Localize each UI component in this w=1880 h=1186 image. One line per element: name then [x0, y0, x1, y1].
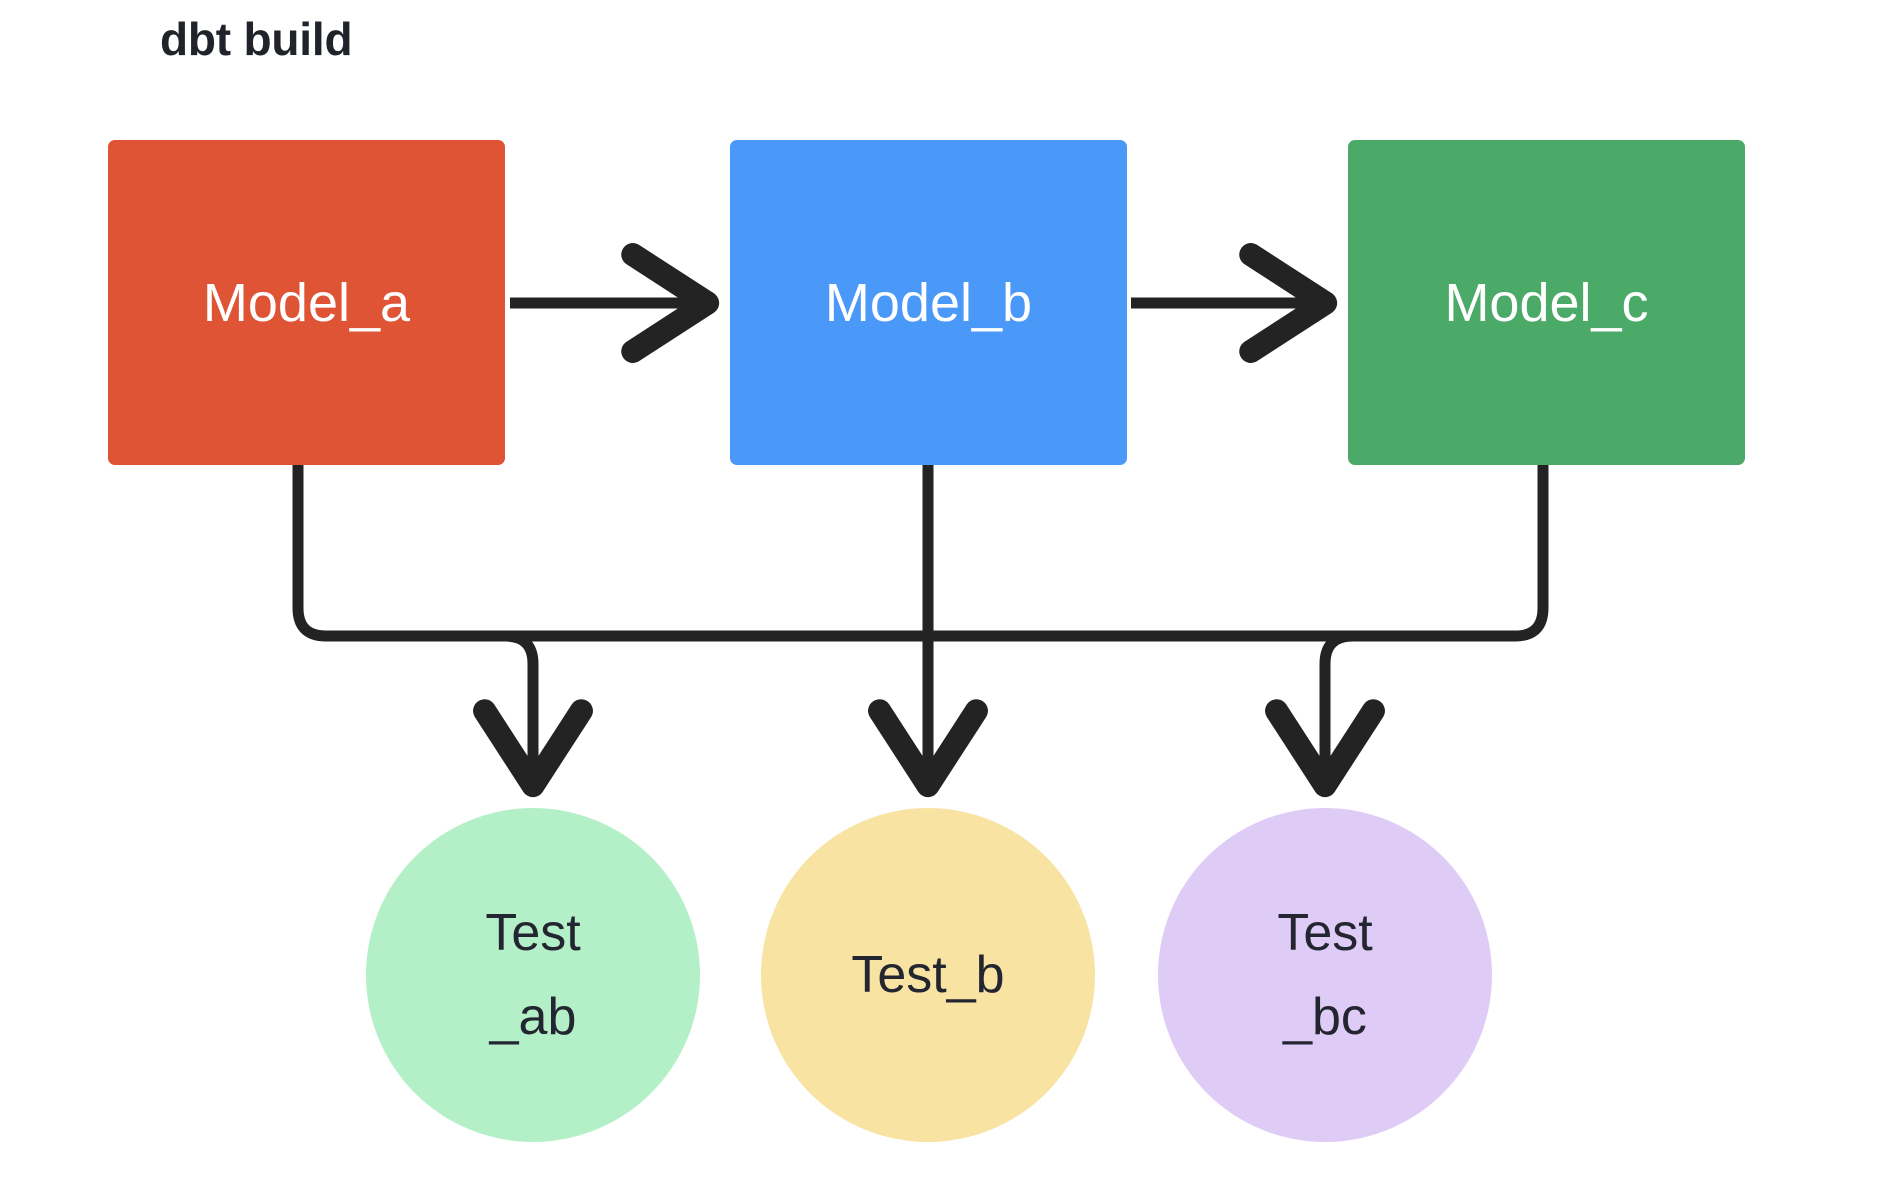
- edge-model-c-to-bus: [928, 465, 1549, 642]
- page-title: dbt build: [160, 13, 353, 65]
- node-test-ab-label: Test _ab: [485, 903, 581, 1046]
- node-model-b-label: Model_b: [824, 272, 1033, 333]
- edge-bus-to-test-bc: [1265, 630, 1385, 798]
- edge-bus-to-test-ab: [473, 630, 593, 798]
- node-model-b[interactable]: Model_b: [730, 140, 1127, 465]
- node-model-c[interactable]: Model_c: [1348, 140, 1745, 465]
- node-test-bc-label: Test _bc: [1277, 903, 1373, 1046]
- node-test-b-label: Test_b: [851, 945, 1005, 1004]
- node-model-a-label: Model_a: [202, 272, 411, 333]
- node-model-a[interactable]: Model_a: [108, 140, 505, 465]
- node-test-ab[interactable]: Test _ab: [366, 808, 700, 1142]
- node-model-c-label: Model_c: [1444, 272, 1649, 333]
- edge-model-a-to-bus: [292, 465, 928, 642]
- node-test-bc[interactable]: Test _bc: [1158, 808, 1492, 1142]
- node-test-b[interactable]: Test_b: [761, 808, 1095, 1142]
